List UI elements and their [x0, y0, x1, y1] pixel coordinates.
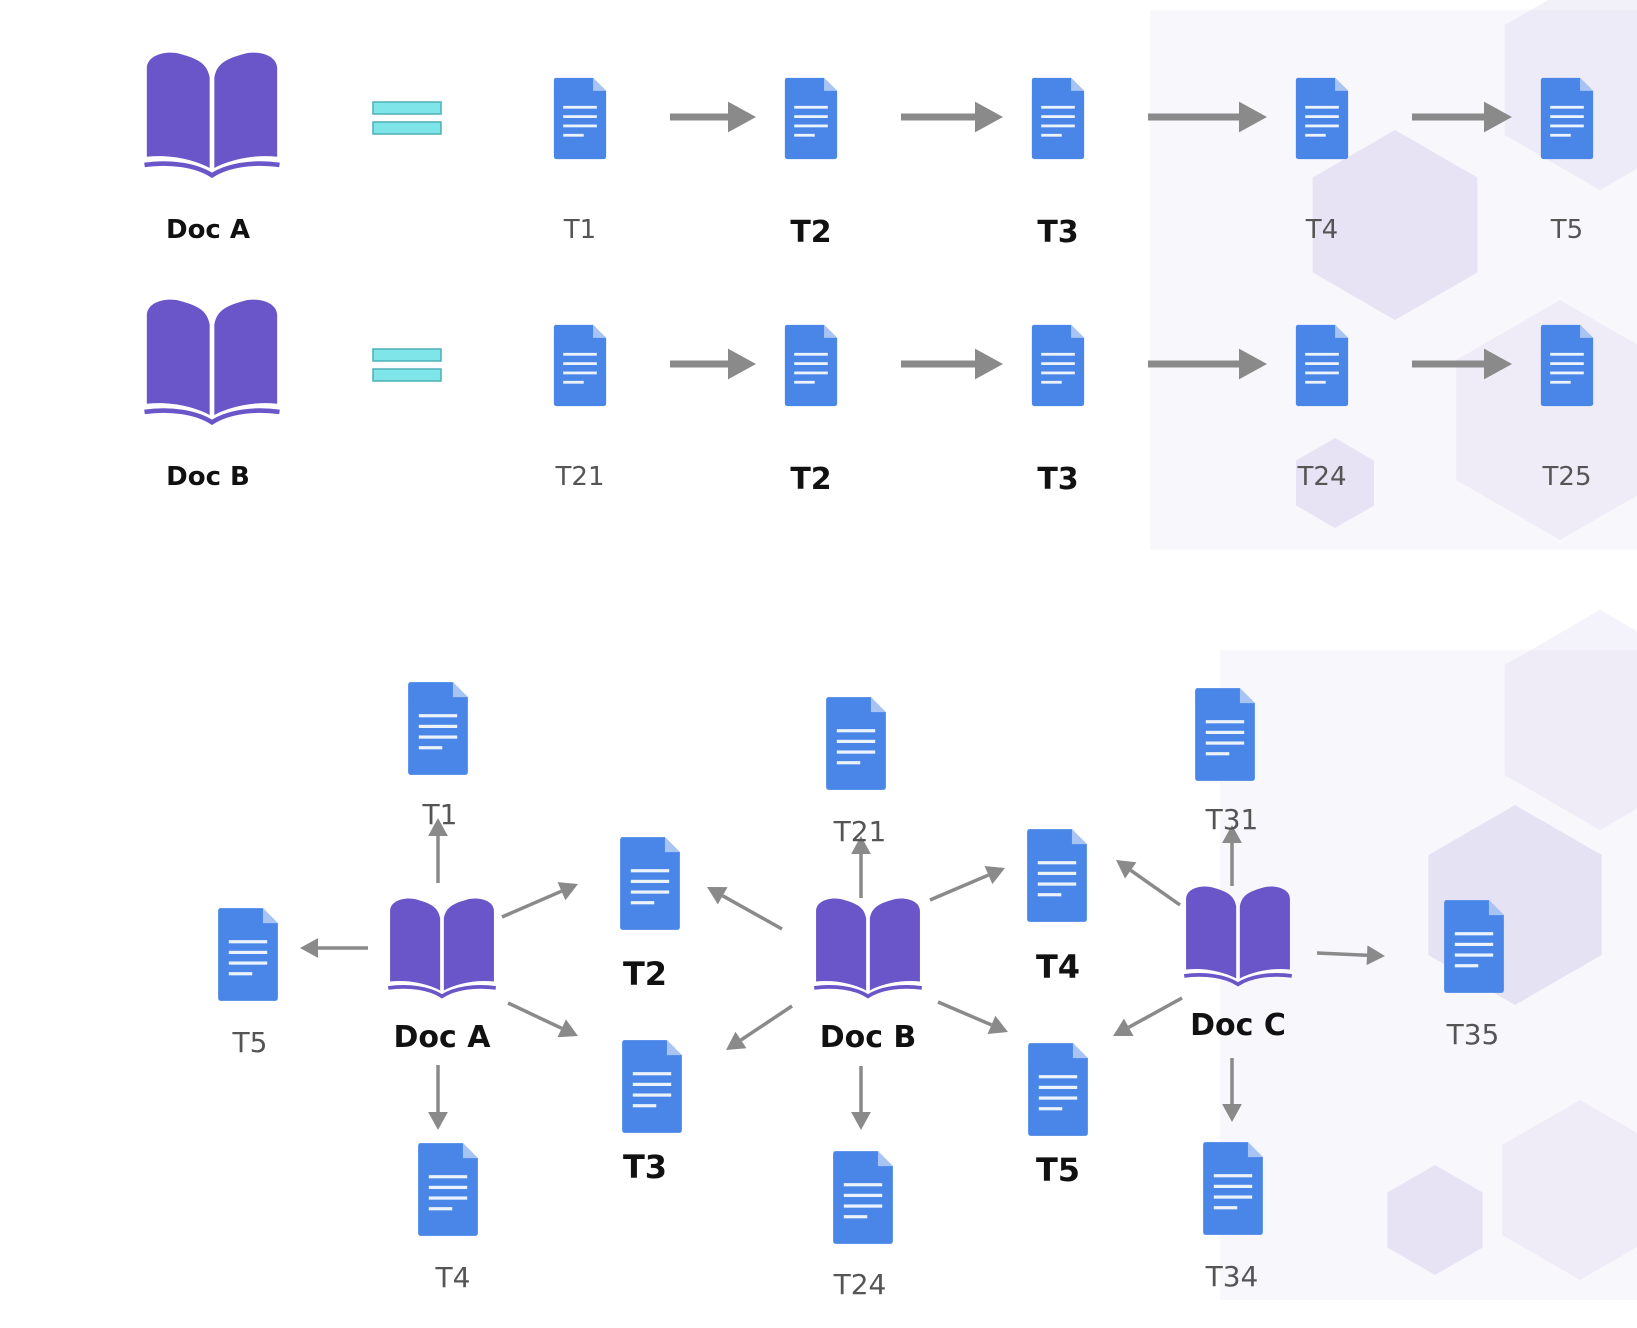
- doc-label-docB: Doc B: [166, 462, 250, 492]
- edge-arrow-docC-T5b: [1113, 996, 1183, 1036]
- sequence-arrow: [1148, 101, 1267, 133]
- edge-arrow-docA-T5: [300, 938, 368, 958]
- document-icon: [1031, 324, 1085, 407]
- sequence-arrow: [670, 101, 756, 133]
- graph-doc-label-docA: Doc A: [393, 1020, 491, 1055]
- document-icon: [1295, 324, 1349, 407]
- sequence-arrow: [901, 348, 1003, 380]
- term-label-t21: T21: [555, 462, 605, 492]
- edge-arrow-docA-T2: [501, 882, 578, 919]
- document-icon: [1027, 829, 1087, 922]
- document-icon: [784, 77, 838, 160]
- edge-arrow-docC-T34: [1222, 1058, 1242, 1122]
- edge-arrow-docB-T3: [726, 1004, 793, 1050]
- document-icon: [553, 77, 607, 160]
- graph-term-label-T4: T4: [1035, 948, 1081, 986]
- edge-arrow-docC-T35: [1316, 945, 1385, 966]
- hexagon-shape: [1312, 130, 1478, 320]
- graph-term-label-T35: T35: [1446, 1018, 1500, 1051]
- document-icon: [1444, 900, 1504, 993]
- open-book-icon: [144, 299, 280, 426]
- graph-term-label-T1: T1: [422, 798, 458, 831]
- term-label-t5: T5: [1550, 215, 1584, 245]
- edge-arrow-docC-T4: [1116, 860, 1182, 907]
- term-label-t3: T3: [1037, 462, 1079, 497]
- sequence-arrow: [1148, 348, 1267, 380]
- document-icon: [1540, 77, 1594, 160]
- document-icon: [408, 682, 468, 775]
- term-label-t2: T2: [790, 215, 832, 250]
- edge-arrow-docB-T24: [851, 1066, 871, 1130]
- document-icon: [784, 324, 838, 407]
- document-icon: [218, 908, 278, 1001]
- open-book-icon: [1183, 886, 1293, 987]
- edge-arrow-docB-T2: [707, 887, 783, 931]
- hexagon-shape: [1502, 1100, 1637, 1280]
- edge-arrow-docA-T4a: [428, 1065, 448, 1130]
- document-icon: [1031, 77, 1085, 160]
- doc-label-docA: Doc A: [165, 215, 251, 245]
- equals-icon: [372, 348, 442, 382]
- document-icon: [1295, 77, 1349, 160]
- hexagon-shape: [1504, 610, 1637, 830]
- sequence-arrow: [1412, 348, 1512, 380]
- term-label-t4: T4: [1305, 215, 1339, 245]
- document-icon: [1540, 324, 1594, 407]
- graph-term-label-T21: T21: [833, 815, 887, 848]
- document-icon: [1203, 1142, 1263, 1235]
- graph-term-label-T5: T5: [232, 1026, 268, 1059]
- graph-term-label-T3: T3: [622, 1148, 668, 1186]
- graph-term-label-T34: T34: [1205, 1260, 1259, 1293]
- document-icon: [1028, 1043, 1088, 1136]
- document-icon: [1195, 688, 1255, 781]
- edge-arrow-docA-T3: [507, 1001, 578, 1038]
- document-icon: [620, 837, 680, 930]
- document-icon: [826, 697, 886, 790]
- hexagon-shape: [1387, 1165, 1483, 1275]
- graph-term-label-T24: T24: [833, 1268, 887, 1301]
- document-icon: [553, 324, 607, 407]
- graph-doc-label-docB: Doc B: [819, 1020, 917, 1055]
- graph-term-label-T5b: T5: [1035, 1151, 1081, 1189]
- document-icon: [418, 1143, 478, 1236]
- graph-term-label-T2: T2: [622, 955, 668, 993]
- sequence-arrow: [670, 348, 756, 380]
- edge-arrow-docA-T1: [428, 818, 448, 883]
- graph-term-label-T4a: T4: [435, 1261, 471, 1294]
- graph-term-label-T31: T31: [1205, 803, 1259, 836]
- term-label-t1: T1: [563, 215, 597, 245]
- open-book-icon: [144, 52, 280, 179]
- edge-arrow-docB-T5b: [937, 1000, 1008, 1035]
- term-label-t3: T3: [1037, 215, 1079, 250]
- document-icon: [833, 1151, 893, 1244]
- open-book-icon: [813, 898, 923, 999]
- sequence-arrow: [901, 101, 1003, 133]
- term-label-t24: T24: [1297, 462, 1347, 492]
- sequence-arrow: [1412, 101, 1512, 133]
- term-label-t2: T2: [790, 462, 832, 497]
- edge-arrow-docB-T4: [929, 865, 1005, 902]
- edge-arrow-docB-T21: [851, 836, 871, 898]
- hexagon-shape: [1296, 438, 1374, 528]
- edge-arrow-docC-T31: [1222, 825, 1242, 886]
- document-icon: [622, 1040, 682, 1133]
- term-label-t25: T25: [1542, 462, 1592, 492]
- graph-doc-label-docC: Doc C: [1190, 1008, 1286, 1043]
- equals-icon: [372, 101, 442, 135]
- open-book-icon: [387, 898, 497, 999]
